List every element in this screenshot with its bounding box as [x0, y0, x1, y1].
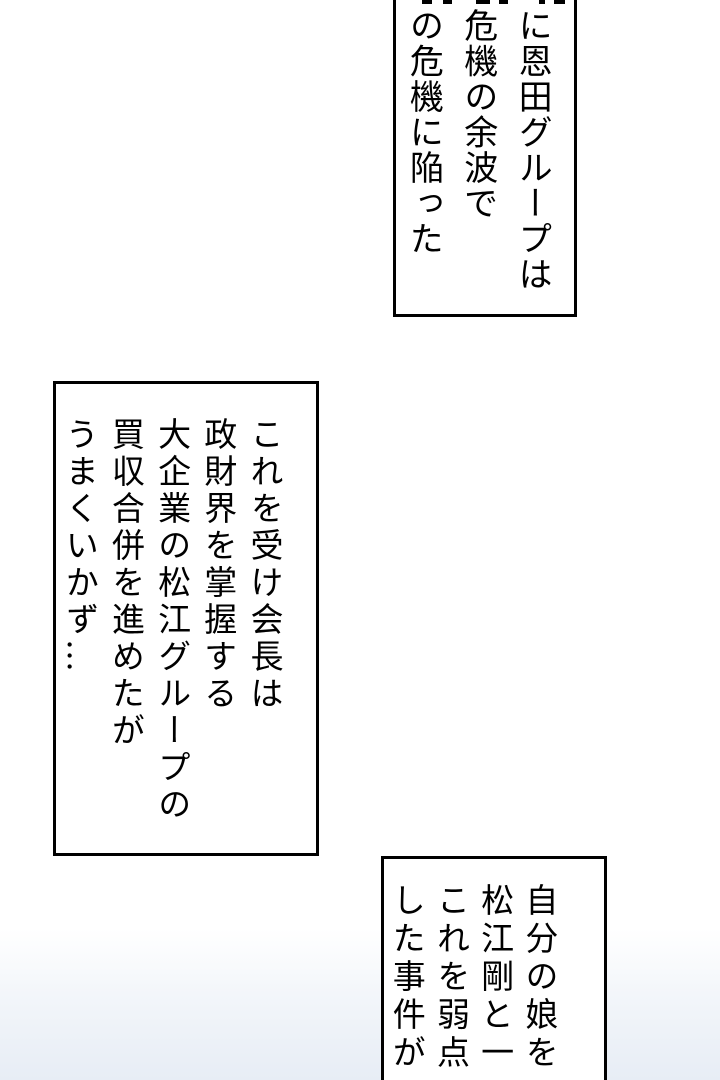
narration-line: 大企業の松江グループの — [152, 417, 192, 824]
clipped-character-fragment — [499, 0, 508, 4]
narration-box-top: に恩田グループは 危機の余波で の危機に陥った — [393, 0, 577, 317]
clipped-character-fragment — [539, 0, 545, 4]
clipped-character-fragment — [422, 0, 432, 4]
narration-box-bottom: 自分の娘を 松江剛と一 これを弱点 した事件が — [381, 856, 607, 1080]
clipped-character-fragment — [554, 0, 565, 4]
narration-line: の危機に陥った — [403, 8, 444, 257]
narration-line: うまくいかず… — [60, 417, 100, 676]
vertical-text-block: 自分の娘を 松江剛と一 これを弱点 した事件が — [384, 859, 587, 1080]
clipped-character-fragment — [476, 0, 490, 4]
narration-line: 自分の娘を — [519, 883, 559, 1073]
vertical-text-block: に恩田グループは 危機の余波で の危機に陥った — [396, 0, 563, 314]
narration-line: これを弱点 — [431, 883, 471, 1073]
narration-line: これを受け会長は — [244, 417, 284, 713]
narration-line: に恩田グループは — [512, 8, 553, 292]
narration-line: 危機の余波で — [457, 8, 498, 221]
narration-line: 買収合併を進めたが — [106, 417, 146, 750]
narration-box-middle: これを受け会長は 政財界を掌握する 大企業の松江グループの 買収合併を進めたが … — [53, 381, 319, 856]
narration-line: した事件が — [387, 883, 427, 1073]
vertical-text-block: これを受け会長は 政財界を掌握する 大企業の松江グループの 買収合併を進めたが … — [56, 384, 311, 853]
narration-line: 政財界を掌握する — [198, 417, 238, 713]
clipped-character-fragment — [443, 0, 452, 4]
narration-line: 松江剛と一 — [475, 883, 515, 1073]
